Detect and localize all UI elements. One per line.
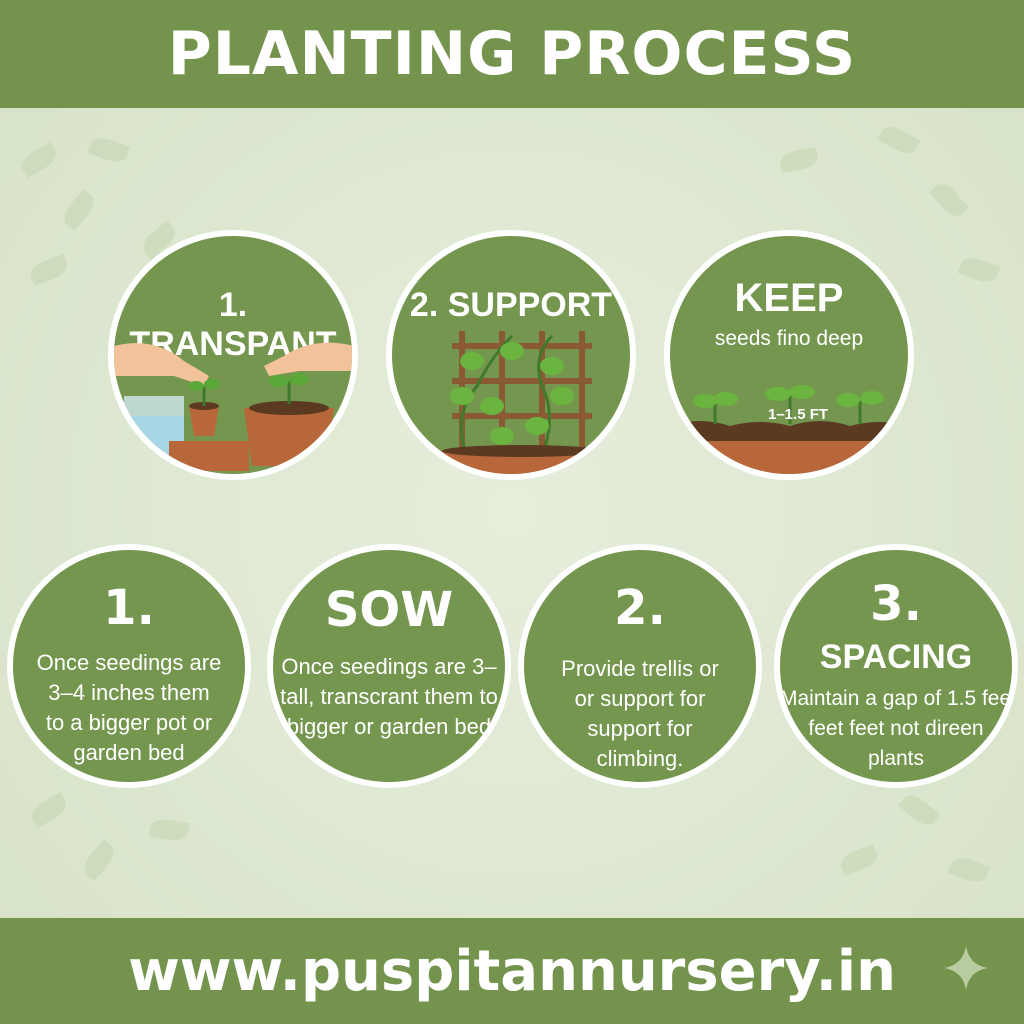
website-url[interactable]: www.puspitannursery.in (128, 938, 896, 1004)
step-description: Maintain a gap of 1.5 feet feet feet not… (780, 687, 1017, 770)
step-description: Once seedings are 3– tall, transcrant th… (280, 654, 498, 739)
step-circle-transplant: 1. TRANSPANT (108, 230, 358, 480)
seedlings-illustration (670, 385, 908, 474)
depth-measure: 1–1.5 FT (768, 406, 829, 423)
step-number: 1. (103, 580, 155, 636)
step-circle-sow: SOW Once seedings are 3– tall, transcran… (267, 544, 511, 788)
step-title: KEEP (734, 276, 844, 320)
transplant-illustration (114, 342, 352, 471)
step-circle-2: 2. Provide trellis or or support for sup… (518, 544, 762, 788)
header-banner: PLANTING PROCESS (0, 0, 1024, 108)
footer-banner: www.puspitannursery.in (0, 918, 1024, 1024)
step-number: SOW (324, 582, 454, 638)
step-circle-support: 2. SUPPORT (386, 230, 636, 480)
step-number: 2. (614, 580, 666, 636)
page-title: PLANTING PROCESS (167, 19, 857, 89)
trellis-illustration (442, 331, 602, 474)
sparkle-icon (944, 946, 988, 990)
step-circle-1: 1. Once seedings are 3–4 inches them to … (7, 544, 251, 788)
step-description: Provide trellis or or support for suppor… (561, 656, 719, 771)
step-circle-keep: KEEP seeds fino deep 1–1.5 FT (664, 230, 914, 480)
step-title: SPACING (819, 638, 973, 676)
step-subtitle: seeds fino deep (714, 327, 864, 350)
step-number: 3. (870, 576, 922, 632)
step-description: Once seedings are 3–4 inches them to a b… (36, 650, 222, 765)
step-circle-spacing: 3. SPACING Maintain a gap of 1.5 feet fe… (774, 544, 1018, 788)
step-title: 2. SUPPORT (409, 286, 613, 324)
